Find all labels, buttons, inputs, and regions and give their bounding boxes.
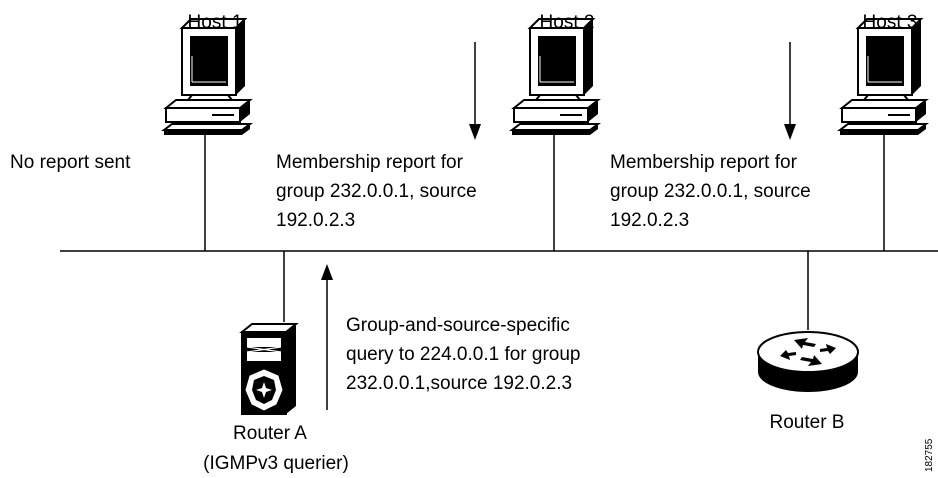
host-2-note-line: Membership report for xyxy=(276,152,464,173)
host-3-membership-report: Membership report for group 232.0.0.1, s… xyxy=(610,152,811,231)
host-2-computer-icon xyxy=(511,18,599,136)
host-3-report-arrow-icon xyxy=(784,42,796,140)
host-2-note-line: group 232.0.0.1, source xyxy=(276,181,477,202)
host-3-note-line: group 232.0.0.1, source xyxy=(610,181,811,202)
router-b-label: Router B xyxy=(770,412,845,433)
host-2-note-line: 192.0.2.3 xyxy=(276,210,355,231)
host-3-note-line: 192.0.2.3 xyxy=(610,210,689,231)
router-a-label: Router A xyxy=(233,423,307,444)
router-a-role-label: (IGMPv3 querier) xyxy=(203,453,349,474)
query-line: 232.0.0.1,source 192.0.2.3 xyxy=(346,373,572,394)
router-b-icon xyxy=(757,331,859,392)
host-1-note: No report sent xyxy=(10,152,131,173)
host-3-label: Host 3 xyxy=(863,12,918,33)
host-2-membership-report: Membership report for group 232.0.0.1, s… xyxy=(276,152,477,231)
host-3-computer-icon xyxy=(839,18,927,136)
query-line: query to 224.0.0.1 for group xyxy=(346,344,581,365)
query-text: Group-and-source-specific query to 224.0… xyxy=(346,315,581,394)
host-2-report-arrow-icon xyxy=(469,42,481,140)
host-3-note-line: Membership report for xyxy=(610,152,798,173)
host-1-label: Host 1 xyxy=(188,12,243,33)
host-1-computer-icon xyxy=(163,18,251,136)
figure-id: 182755 xyxy=(924,438,935,472)
query-arrow-icon xyxy=(321,264,333,410)
query-line: Group-and-source-specific xyxy=(346,315,570,336)
host-2-label: Host 2 xyxy=(540,12,595,33)
router-a-switch-icon xyxy=(239,323,299,415)
